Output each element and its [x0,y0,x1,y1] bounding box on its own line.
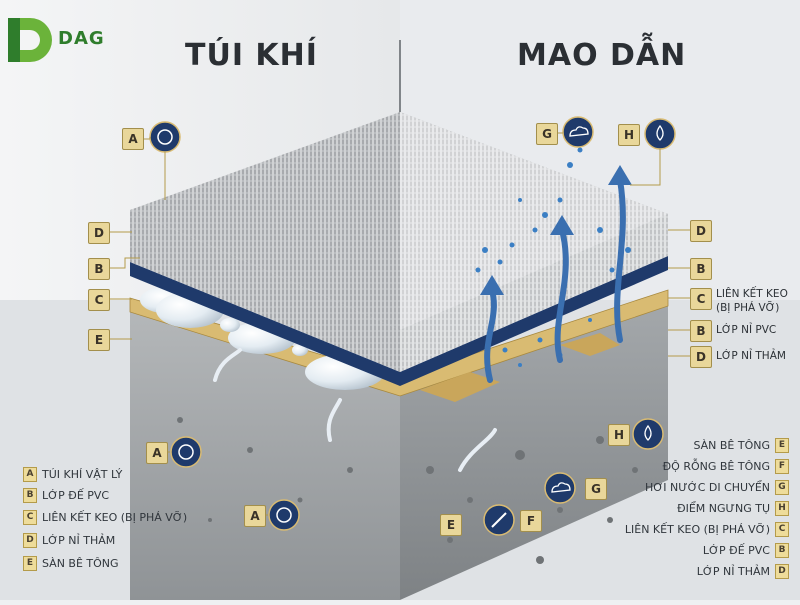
tag-c-right: C [690,288,712,310]
vapor-cloud-icon [563,117,593,147]
water-drop-icon [645,119,675,149]
tag-d-right: D [690,220,712,242]
heading-air-pocket: TÚI KHÍ [185,38,318,73]
tag-f: F [520,510,542,532]
label-adhesive-line1: LIÊN KẾT KEO [716,288,788,300]
label-adhesive-line2: (BỊ PHÁ VỠ) [716,302,779,314]
tag-g-top: G [536,123,558,145]
tag-a-top: A [122,128,144,150]
label-carpet-felt: LỚP NỈ THẢM [716,350,786,362]
heading-capillary: MAO DẪN [517,38,686,73]
tag-c-left: C [88,289,110,311]
brand-name: DAG [58,28,105,49]
tag-a-mid: A [146,442,168,464]
tag-e-left: E [88,329,110,351]
tag-b-right-2: B [690,320,712,342]
air-bubble-icon [171,437,201,467]
tag-d-right-2: D [690,346,712,368]
air-bubble-icon [269,500,299,530]
tag-h-top: H [618,124,640,146]
label-pvc-felt: LỚP NỈ PVC [716,324,776,336]
tag-a-bottom: A [244,505,266,527]
tag-d-left: D [88,222,110,244]
air-bubble-icon [150,122,180,152]
legend-right-item: LIÊN KẾT KEO (BỊ PHÁ VỠ)C [625,521,794,537]
tag-b-left: B [88,258,110,280]
tag-b-right: B [690,258,712,280]
tag-e-bottom: E [440,514,462,536]
